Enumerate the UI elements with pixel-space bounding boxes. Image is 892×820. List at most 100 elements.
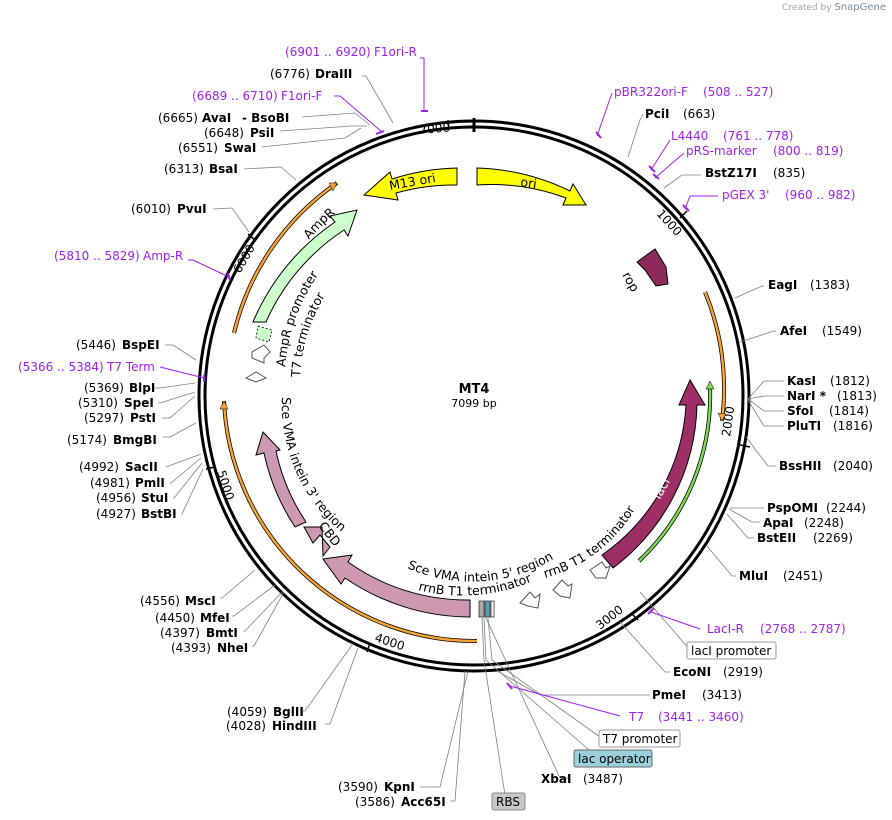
svg-text:(1816): (1816): [833, 419, 873, 433]
svg-text:BssHII: BssHII: [779, 459, 821, 473]
feature-ori-arrow: [476, 167, 587, 206]
svg-text:(3413): (3413): [702, 688, 742, 702]
svg-text:(6648): (6648): [204, 126, 244, 140]
feature-ori-label: ori: [520, 174, 538, 191]
svg-text:PsiI: PsiI: [250, 126, 274, 140]
site-pluti: PluTI (1816): [787, 419, 873, 433]
feature-ampR-promoter-box: [255, 325, 273, 343]
svg-text:(4981): (4981): [90, 476, 130, 490]
svg-text:LacI-R: LacI-R: [707, 622, 744, 636]
svg-text:AfeI: AfeI: [780, 324, 807, 338]
svg-text:DraIII: DraIII: [315, 67, 352, 81]
svg-text:(835): (835): [773, 166, 805, 180]
svg-text:(4556): (4556): [140, 594, 180, 608]
svg-text:PluTI: PluTI: [787, 419, 821, 433]
svg-text:AvaI: AvaI: [202, 111, 231, 125]
svg-text:(663): (663): [683, 107, 715, 121]
svg-text:(2451): (2451): [783, 569, 823, 583]
feature-t7-terminator-upper-icon: [251, 344, 271, 364]
svg-text:(6901 .. 6920): (6901 .. 6920): [285, 45, 371, 59]
site-econi: EcoNI(2919): [673, 665, 763, 679]
svg-text:StuI: StuI: [141, 491, 168, 505]
svg-text:(3590): (3590): [338, 780, 378, 794]
svg-text:(6665): (6665): [158, 111, 198, 125]
svg-text:PmlI: PmlI: [135, 476, 165, 490]
svg-text:NarI *: NarI *: [787, 389, 827, 403]
site-kasi: KasI (1812): [787, 374, 870, 388]
svg-text:(508 .. 527): (508 .. 527): [703, 85, 773, 99]
site-hindiii: (4028)HindIII: [226, 719, 317, 733]
svg-text:(6689 .. 6710): (6689 .. 6710): [192, 89, 278, 103]
label-rbs: RBS: [491, 792, 526, 811]
primer-pgex3: pGEX 3'(960 .. 982): [722, 188, 855, 202]
svg-text:T7: T7: [628, 710, 644, 724]
label-lac-operator: lac operator: [573, 749, 653, 768]
svg-text:BstZ17I: BstZ17I: [705, 166, 757, 180]
svg-text:BstEII: BstEII: [757, 531, 796, 545]
svg-text:T7 Term: T7 Term: [106, 360, 155, 374]
site-bsai: (6313)BsaI: [164, 162, 238, 176]
svg-text:SpeI: SpeI: [124, 396, 154, 410]
svg-text:(800 .. 819): (800 .. 819): [773, 144, 843, 158]
svg-text:MfeI: MfeI: [200, 611, 230, 625]
primer-t7-term: (5366 .. 5384)T7 Term: [18, 360, 155, 374]
orf-arc-lacI: [638, 386, 712, 562]
svg-text:(4059): (4059): [227, 705, 267, 719]
orf-arc-lacI-arrowhead: [705, 380, 715, 390]
svg-text:KpnI: KpnI: [384, 780, 415, 794]
site-nari: NarI *(1813): [787, 389, 877, 403]
plasmid-size: 7099 bp: [451, 397, 496, 410]
svg-text:BmtI: BmtI: [206, 626, 238, 640]
svg-text:(6010): (6010): [131, 202, 171, 216]
site-sacii: (4992)SacII: [79, 460, 158, 474]
svg-text:BglII: BglII: [273, 705, 304, 719]
svg-text:KasI: KasI: [787, 374, 816, 388]
svg-text:(3586): (3586): [355, 795, 395, 809]
primer-leaders: [159, 57, 718, 717]
svg-text:(1812): (1812): [830, 374, 870, 388]
svg-text:(2919): (2919): [723, 665, 763, 679]
feature-lac-operator-block: [484, 600, 491, 618]
site-msci: (4556)MscI: [140, 594, 216, 608]
svg-text:(1549): (1549): [822, 324, 862, 338]
svg-text:EagI: EagI: [768, 278, 797, 292]
orf-arc-rop-arrowhead: [717, 412, 727, 422]
svg-text:(1814): (1814): [829, 404, 869, 418]
site-spei: (5310)SpeI: [78, 396, 154, 410]
site-nhei: (4393)NheI: [171, 641, 248, 655]
svg-text:PvuI: PvuI: [177, 202, 207, 216]
site-swai: (6551)SwaI: [178, 141, 256, 155]
svg-text:pBR322ori-F: pBR322ori-F: [614, 85, 688, 99]
primer-ticks: [203, 110, 690, 690]
svg-text:(4992): (4992): [79, 460, 119, 474]
svg-text:(5810 .. 5829): (5810 .. 5829): [54, 249, 140, 263]
credit-brand: SnapGene: [834, 2, 886, 13]
svg-text:XbaI: XbaI: [541, 772, 571, 786]
svg-text:PmeI: PmeI: [652, 688, 686, 702]
primer-f1ori-r: (6901 .. 6920)F1ori-R: [285, 45, 417, 59]
site-apai: ApaI(2248): [763, 516, 844, 530]
feature-rbs-block: [478, 600, 485, 618]
svg-text:lacI promoter: lacI promoter: [691, 644, 771, 658]
svg-text:BlpI: BlpI: [129, 381, 155, 395]
orf-arc-ampR-arrowhead: [328, 182, 338, 192]
site-acc65i: (3586)Acc65I: [355, 795, 446, 809]
label-laci-promoter: lacI promoter: [686, 641, 777, 660]
site-kpni: (3590) KpnI: [338, 780, 415, 794]
svg-text:BstBI: BstBI: [141, 507, 177, 521]
svg-text:4000: 4000: [373, 631, 406, 654]
site-bstz17i: BstZ17I (835): [705, 166, 805, 180]
plasmid-name: MT4: [459, 382, 490, 397]
feature-t7-promoter-block: [490, 600, 495, 618]
primer-prs-marker: pRS-marker(800 .. 819): [686, 144, 843, 158]
site-stui: (4956)StuI: [96, 491, 168, 505]
svg-text:(4397): (4397): [160, 626, 200, 640]
site-psti: (5297)PstI: [84, 411, 156, 425]
svg-text:MluI: MluI: [739, 569, 768, 583]
svg-text:(2768 .. 2787): (2768 .. 2787): [760, 622, 846, 636]
svg-text:(2269): (2269): [813, 531, 853, 545]
feature-rop-arrow: [636, 248, 669, 287]
svg-text:(4927): (4927): [96, 507, 136, 521]
site-afei: AfeI (1549): [780, 324, 862, 338]
